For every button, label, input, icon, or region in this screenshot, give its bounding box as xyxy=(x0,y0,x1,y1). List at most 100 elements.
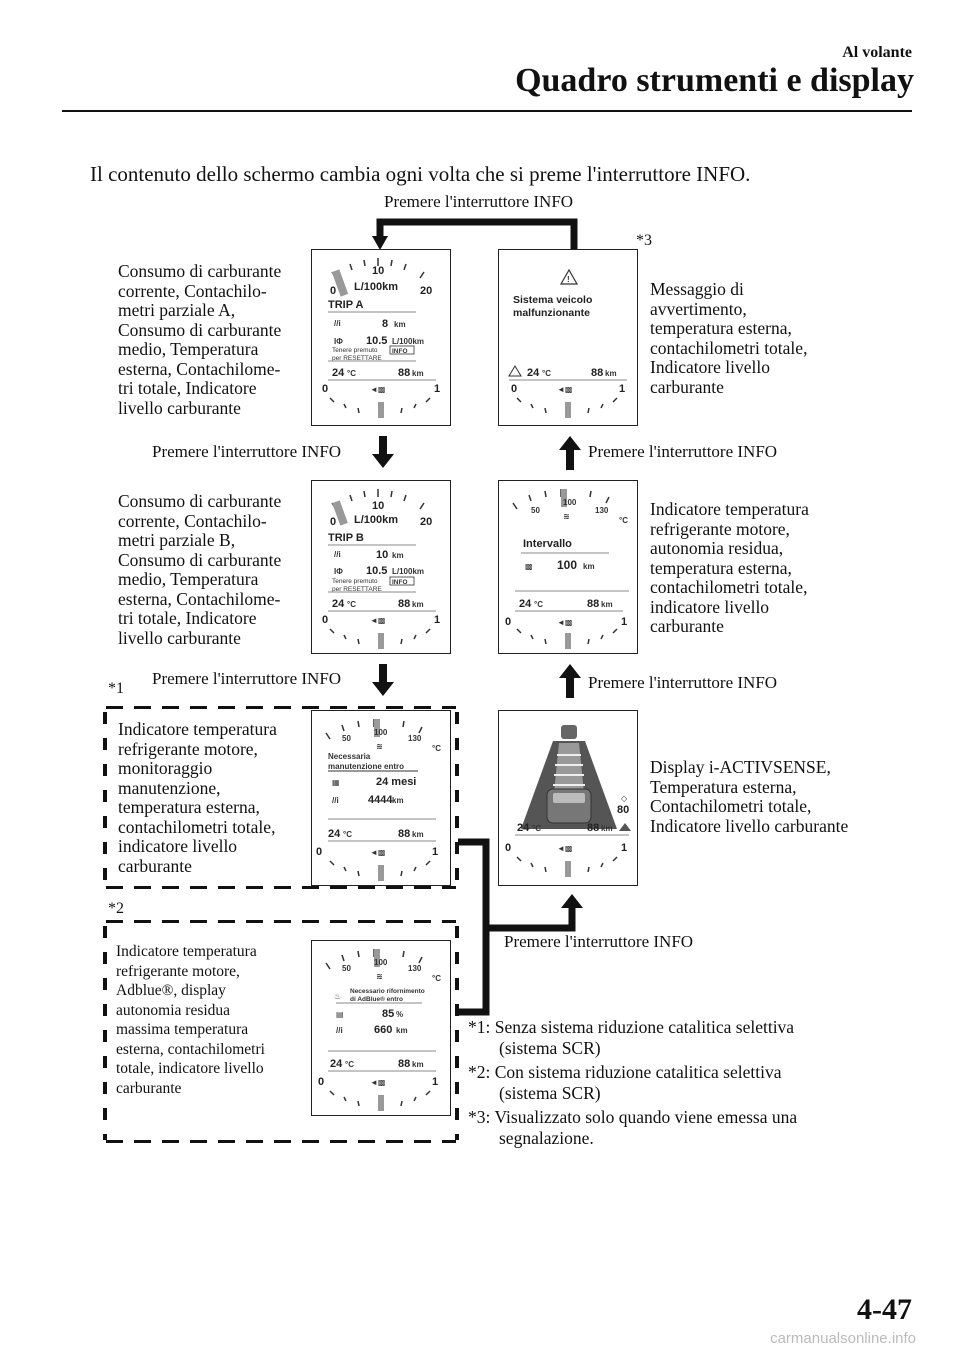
scale-twenty: 20 xyxy=(420,285,432,297)
watermark: carmanualsonline.info xyxy=(770,1330,916,1347)
press-info-label-top: Premere l'interruttore INFO xyxy=(384,192,574,211)
svg-text:km: km xyxy=(601,824,613,833)
svg-text:°C: °C xyxy=(534,600,543,609)
page-number: 4-47 xyxy=(857,1293,912,1326)
svg-text:°C: °C xyxy=(542,369,551,378)
distance-icon: //i xyxy=(334,319,341,328)
bracket-flow-arrow xyxy=(458,838,583,1016)
svg-text:0: 0 xyxy=(511,383,517,395)
screen-trip-b: 0 10 20 L/100km TRIP B //i 10 km IΦ 10.5… xyxy=(311,480,451,654)
svg-text:°C: °C xyxy=(532,824,541,833)
svg-text:°C: °C xyxy=(432,974,441,983)
svg-text:130: 130 xyxy=(408,734,422,743)
header-rule xyxy=(62,110,912,112)
warning-line-1: Sistema veicolo xyxy=(513,294,592,306)
screen-range: 50 100 130 °C ≋ Intervallo ▩ 100 km 24 °… xyxy=(498,480,638,654)
screen-maintenance: 50 100 130 °C ≋ Necessaria manutenzione … xyxy=(311,710,451,886)
adblue-icon: ♨ xyxy=(334,992,341,1001)
unit: L/100km xyxy=(354,281,398,293)
svg-text:°C: °C xyxy=(619,516,628,525)
calendar-icon: ▦ xyxy=(332,778,340,787)
svg-text:24: 24 xyxy=(519,598,532,610)
svg-text:24: 24 xyxy=(517,822,530,834)
svg-text://i: //i xyxy=(332,796,339,805)
fuel-pump-icon: ▩ xyxy=(525,562,533,571)
press-info-label-2: Premere l'interruttore INFO xyxy=(588,442,778,461)
down-arrow-2 xyxy=(372,664,394,696)
press-info-label-1: Premere l'interruttore INFO xyxy=(152,442,342,461)
average-value: 10.5 xyxy=(366,565,387,577)
dashed-border-top-2 xyxy=(106,920,456,923)
svg-text:L/100km: L/100km xyxy=(354,514,398,526)
svg-text:24: 24 xyxy=(330,1058,343,1070)
scale-ten: 10 xyxy=(372,265,384,277)
svg-text:km: km xyxy=(394,320,406,329)
adblue-title-1: Necessario rifornimento xyxy=(350,988,425,995)
svg-text:50: 50 xyxy=(342,964,351,973)
odometer: 88 xyxy=(398,367,410,379)
marker-3: *3 xyxy=(636,232,652,249)
svg-text:1: 1 xyxy=(619,383,625,395)
svg-text:100: 100 xyxy=(563,498,577,507)
svg-text:INFO: INFO xyxy=(392,579,408,586)
svg-text:◄▩: ◄▩ xyxy=(370,616,385,625)
adblue-percent: 85 xyxy=(382,1008,394,1020)
svg-text:L/100km: L/100km xyxy=(392,567,424,576)
top-flow-arrow xyxy=(372,218,578,270)
adblue-tank-icon: ▤ xyxy=(336,1010,344,1019)
svg-text:0: 0 xyxy=(316,846,322,858)
trip-label: TRIP B xyxy=(328,532,364,544)
distance-value: 8 xyxy=(382,318,388,330)
svg-text:◄▩: ◄▩ xyxy=(370,848,385,857)
dashed-border-top-1 xyxy=(106,706,456,709)
down-arrow-1 xyxy=(372,436,394,468)
screen-warning: ! Sistema veicolo malfunzionante 24 °C 8… xyxy=(498,249,638,426)
svg-text:130: 130 xyxy=(595,506,609,515)
press-info-label-4: Premere l'interruttore INFO xyxy=(588,673,778,692)
distance-value: 4444 xyxy=(368,794,393,806)
svg-text:24: 24 xyxy=(332,598,345,610)
screen-adblue: 50 100 130 °C ≋ Necessario rifornimento … xyxy=(311,940,451,1116)
press-info-label-5: Premere l'interruttore INFO xyxy=(504,932,694,951)
dashed-border-bottom-1 xyxy=(106,886,456,889)
svg-text:km: km xyxy=(412,1060,424,1069)
svg-text:km: km xyxy=(392,551,404,560)
svg-text:°C: °C xyxy=(343,830,352,839)
speed-limit-icon: ◇ xyxy=(621,794,628,803)
scale-zero: 0 xyxy=(330,285,336,297)
lead-vehicle-icon xyxy=(561,725,577,739)
outside-temp: 24 xyxy=(332,367,345,379)
svg-text:◄▩: ◄▩ xyxy=(370,1078,385,1087)
dashed-border-left-2 xyxy=(103,926,107,1140)
svg-text:L/100km: L/100km xyxy=(392,337,424,346)
fuel-pump-icon: ◄▩ xyxy=(370,385,385,394)
svg-text://i: //i xyxy=(334,550,341,559)
svg-text:km: km xyxy=(412,369,424,378)
warning-icon xyxy=(559,268,579,285)
dashed-border-right-2 xyxy=(455,926,459,1140)
svg-text:km: km xyxy=(583,562,595,571)
svg-text:0: 0 xyxy=(330,516,336,528)
svg-text:km: km xyxy=(601,600,613,609)
chapter-title: Quadro strumenti e display xyxy=(515,62,914,99)
marker-1: *1 xyxy=(108,680,124,697)
up-arrow-2 xyxy=(559,664,581,698)
svg-text:km: km xyxy=(392,796,404,805)
range-title: Intervallo xyxy=(523,538,572,550)
svg-text:130: 130 xyxy=(408,964,422,973)
svg-text:!: ! xyxy=(567,275,570,284)
svg-text:◄▩: ◄▩ xyxy=(557,618,572,627)
svg-text:1: 1 xyxy=(434,614,440,626)
svg-text:24: 24 xyxy=(328,828,341,840)
section-title: Al volante xyxy=(842,44,912,61)
distance-value: 660 xyxy=(374,1024,392,1036)
trip-label: TRIP A xyxy=(328,299,364,311)
svg-text:IΦ: IΦ xyxy=(334,567,343,576)
footnotes: *1: Senza sistema riduzione catalitica s… xyxy=(468,1017,798,1148)
svg-text://i: //i xyxy=(336,1026,343,1035)
svg-text:◄▩: ◄▩ xyxy=(557,385,572,394)
